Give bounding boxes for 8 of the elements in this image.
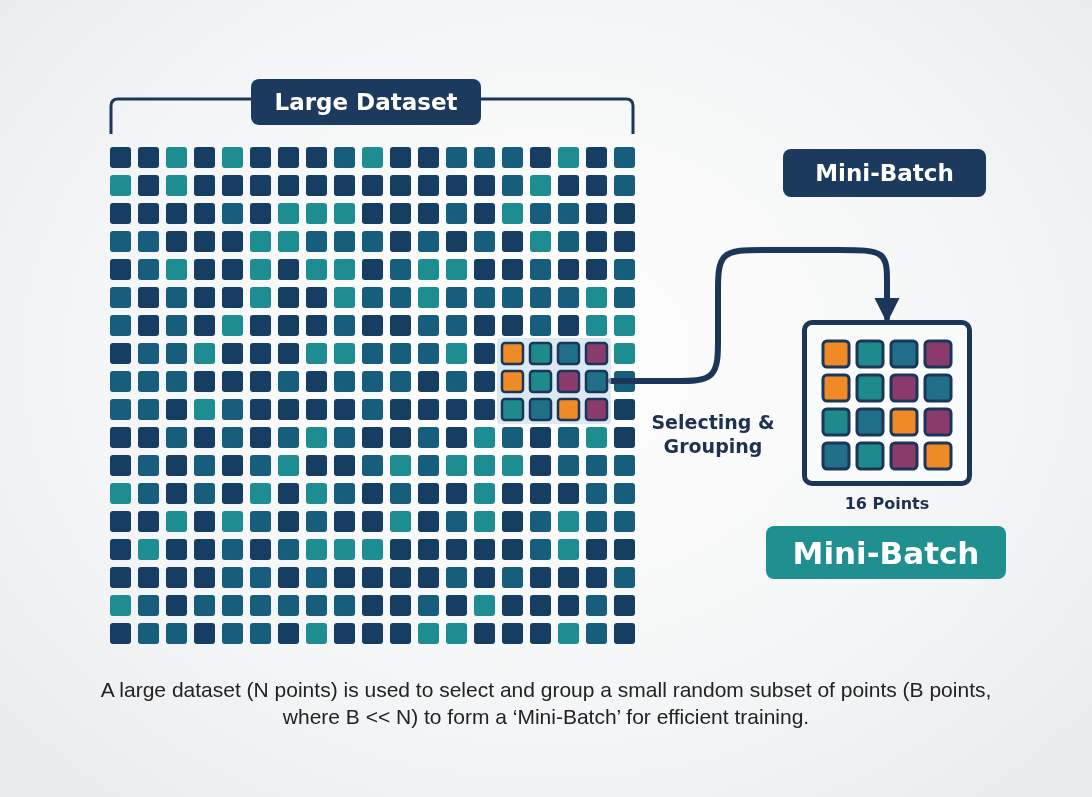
mini-batch-box bbox=[802, 320, 972, 486]
title-banner: Mini-Batch bbox=[783, 149, 986, 197]
point-count-label: 16 Points bbox=[843, 494, 931, 513]
arrow bbox=[608, 247, 900, 384]
title-banner: Large Dataset bbox=[251, 79, 481, 125]
edge-label: Selecting & Grouping bbox=[650, 410, 776, 458]
caption: A large dataset (N points) is used to select and group a small random subset of points (B points, where B << N) to form a ‘Mini-Batch’ for efficient training. bbox=[99, 677, 993, 730]
title-banner: Mini-Batch bbox=[766, 526, 1006, 579]
